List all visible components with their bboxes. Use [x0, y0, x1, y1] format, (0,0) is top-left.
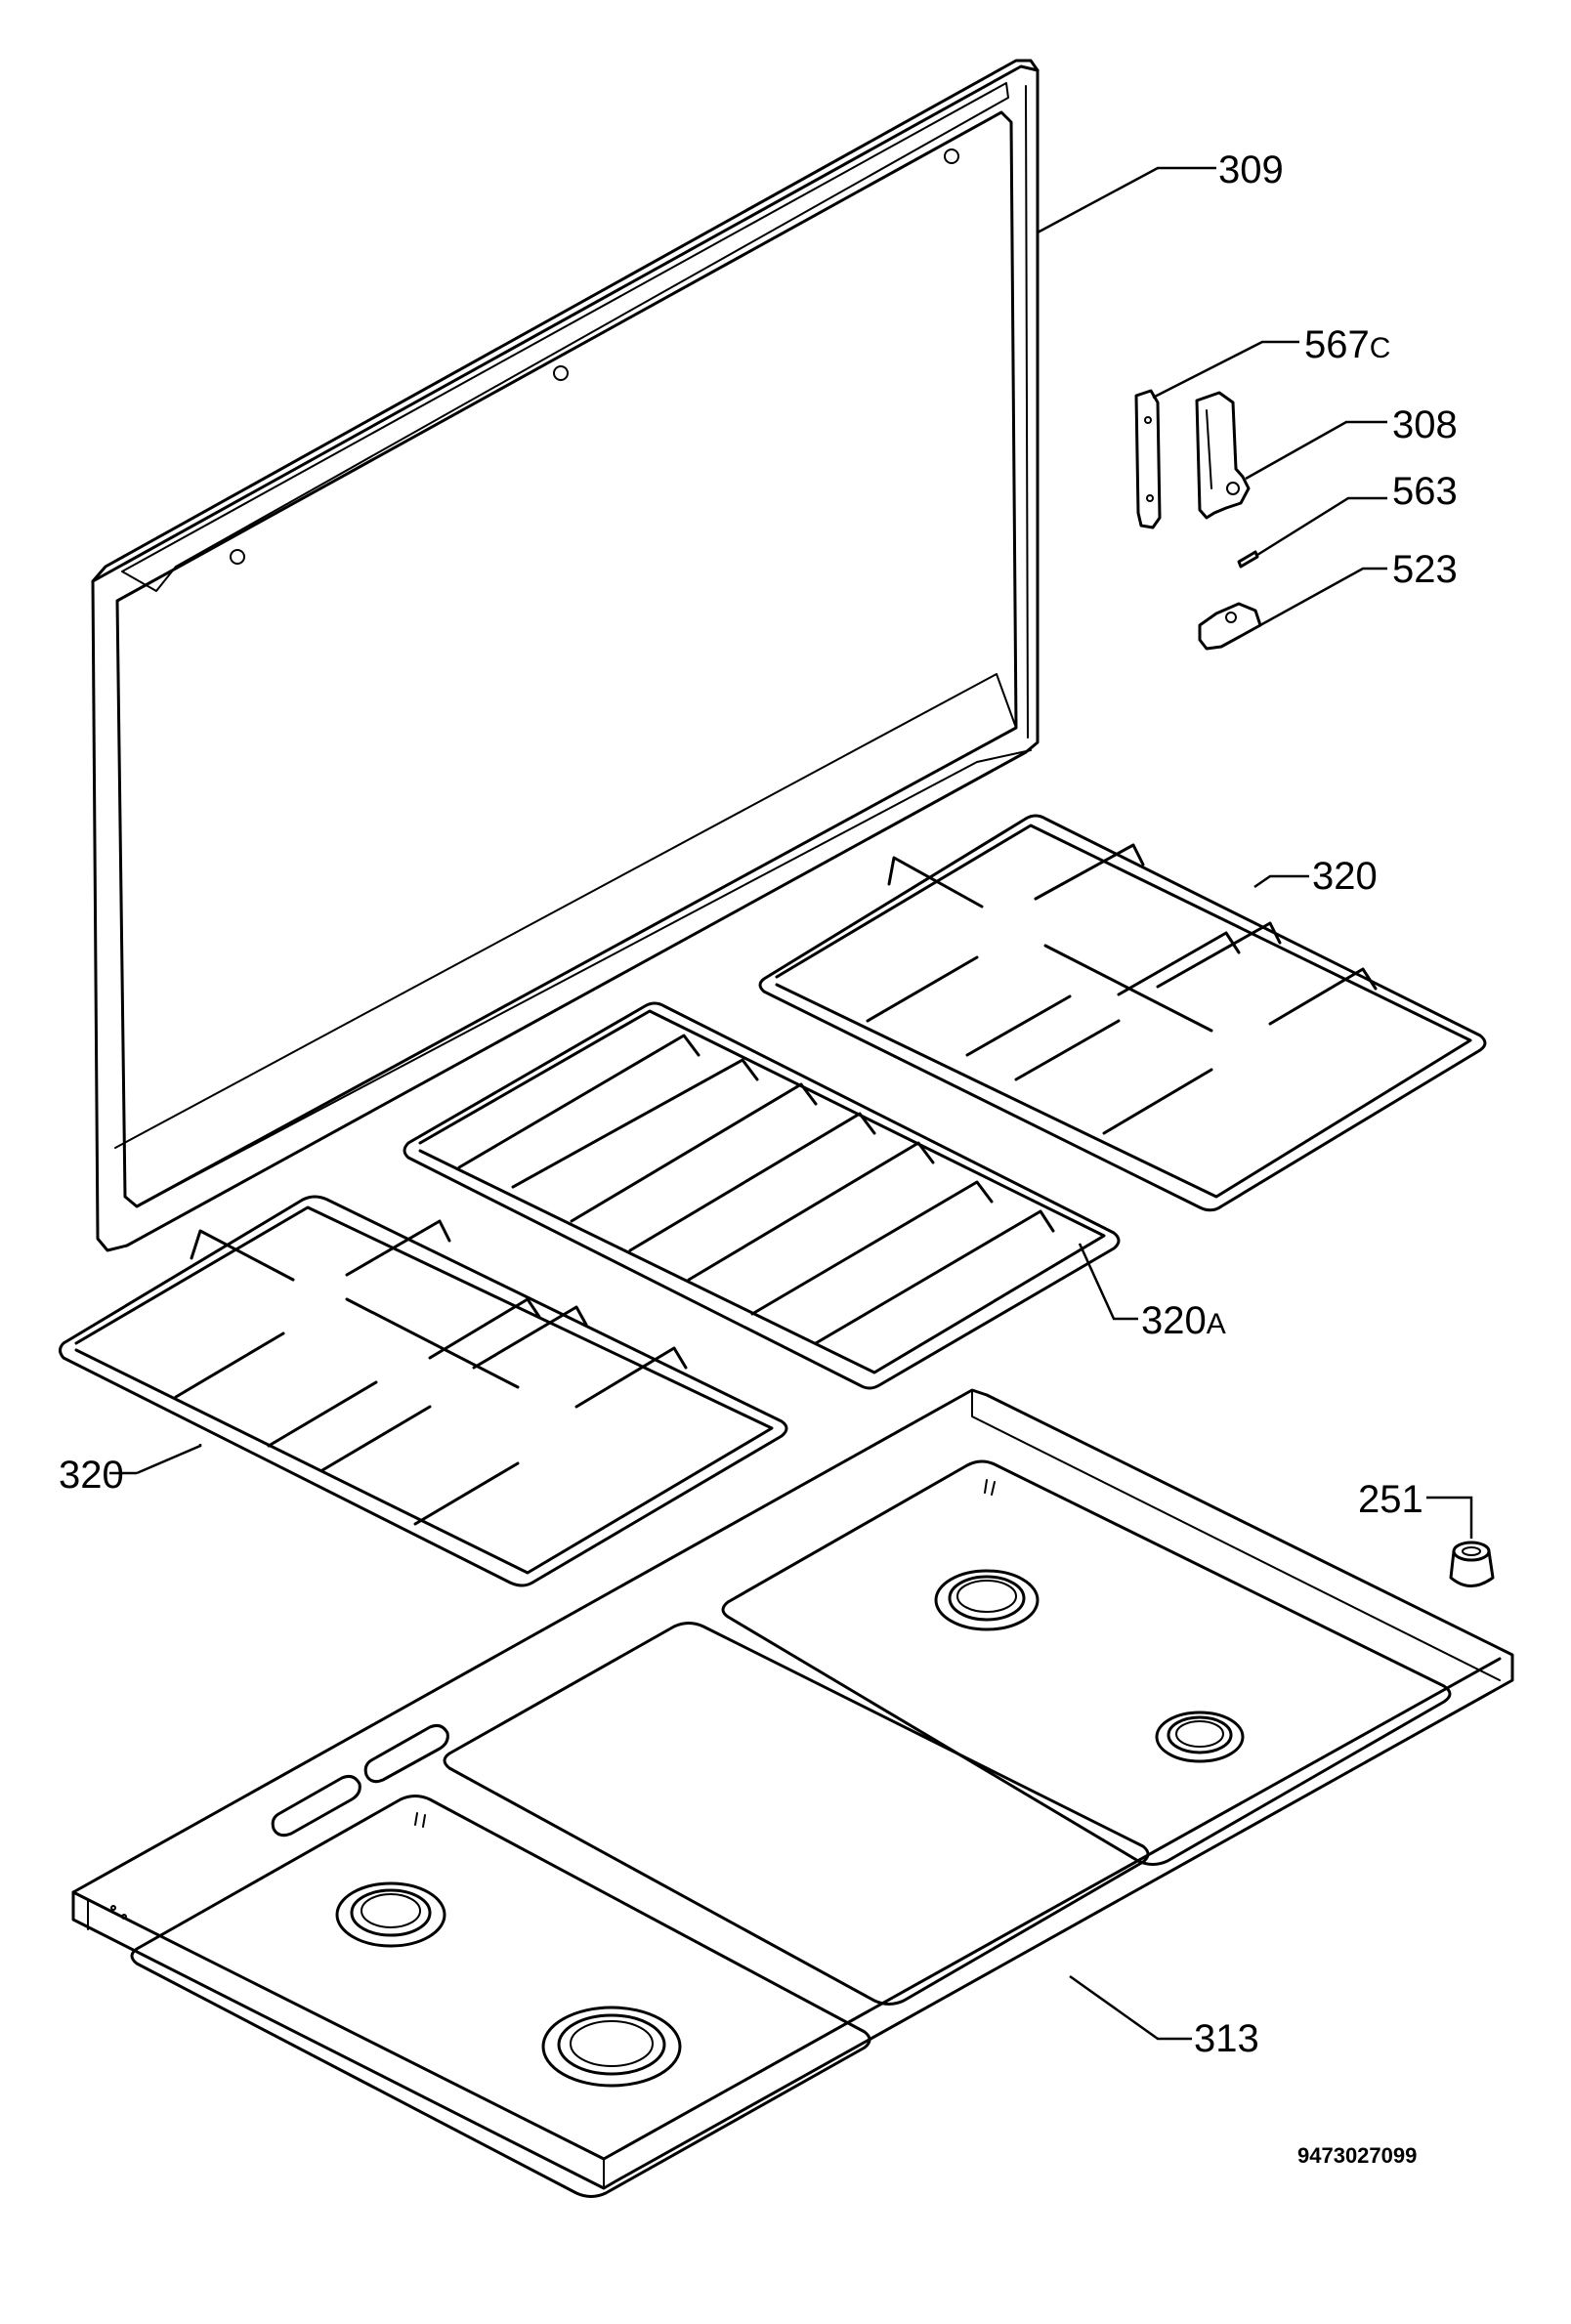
knob-251 — [1449, 1541, 1495, 1587]
callout-308: 308 — [1392, 403, 1458, 446]
callout-567c-number: 567 — [1304, 323, 1370, 366]
callout-label-320a: 320A — [1141, 1299, 1226, 1342]
callout-label-313: 313 — [1194, 2017, 1259, 2060]
pan-support-320-left — [59, 1195, 788, 1587]
callout-567c-suffix: C — [1370, 332, 1391, 364]
callout-320a-suffix: A — [1207, 1308, 1226, 1340]
callout-320-left: 320 — [59, 1454, 124, 1497]
callout-523: 523 — [1392, 548, 1458, 591]
burner-left-rear — [335, 1881, 446, 1948]
callout-label-563: 563 — [1392, 470, 1458, 513]
callout-label-251: 251 — [1358, 1478, 1423, 1521]
burner-right-rear — [934, 1569, 1040, 1631]
callout-567c: 567C — [1304, 323, 1390, 366]
callout-251: 251 — [1358, 1478, 1423, 1521]
callout-label-320-left: 320 — [59, 1454, 124, 1497]
callout-320a: 320A — [1141, 1299, 1226, 1342]
hinge-plate-567c — [1134, 389, 1162, 529]
callout-label-308: 308 — [1392, 403, 1458, 446]
burner-right-front — [1155, 1711, 1245, 1763]
lid-309 — [91, 59, 1040, 1252]
callout-320-right: 320 — [1312, 855, 1378, 898]
hob-plate-313 — [71, 1388, 1514, 2198]
pan-support-320a — [403, 1001, 1121, 1390]
burner-left-front — [541, 2006, 682, 2088]
callout-320a-number: 320 — [1141, 1299, 1207, 1342]
document-number: 9473027099 — [1297, 2143, 1417, 2168]
callout-label-309: 309 — [1218, 148, 1284, 191]
pan-support-320-right — [758, 814, 1487, 1212]
callout-309: 309 — [1218, 148, 1284, 191]
callout-label-320-right: 320 — [1312, 855, 1378, 898]
leader-lines — [109, 166, 1473, 2041]
pin-563 — [1237, 550, 1259, 569]
hinge-base-523 — [1198, 602, 1262, 651]
callout-563: 563 — [1392, 470, 1458, 513]
hinge-bracket-308 — [1195, 391, 1251, 520]
callout-313: 313 — [1194, 2017, 1259, 2060]
callout-label-567c: 567C — [1304, 323, 1390, 366]
callout-label-523: 523 — [1392, 548, 1458, 591]
